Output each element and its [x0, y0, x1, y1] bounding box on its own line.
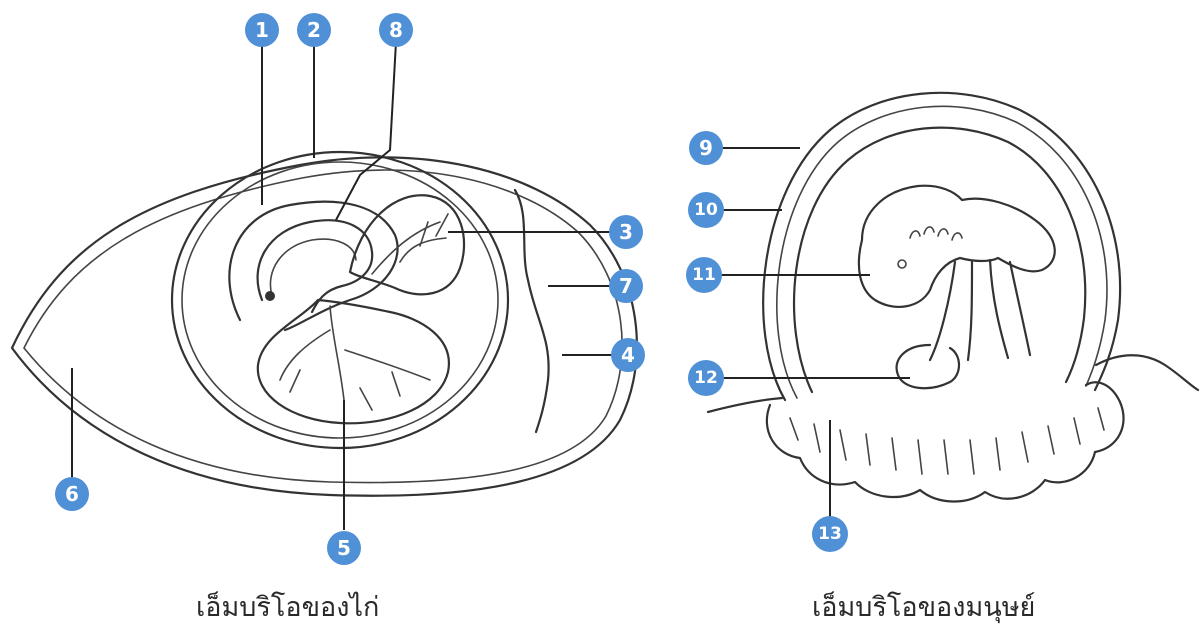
- badge-9: 9: [689, 131, 723, 165]
- human-embryo-caption: เอ็มบริโอของมนุษย์: [812, 585, 1035, 628]
- yolk-sac: [258, 300, 449, 423]
- badge-2: 2: [297, 13, 331, 47]
- uterine-wall-right: [1096, 355, 1198, 390]
- human-embryo-illustration: [708, 93, 1198, 502]
- badge-3: 3: [609, 215, 643, 249]
- badge-10: 10: [688, 192, 724, 228]
- egg-shell: [12, 157, 637, 495]
- umbilical-cord: [930, 260, 1030, 360]
- human-chorion-inner: [777, 106, 1107, 398]
- human-yolk-sac: [897, 345, 959, 388]
- air-space-boundary: [515, 190, 549, 432]
- svg-text:11: 11: [692, 265, 716, 285]
- svg-text:4: 4: [621, 343, 635, 367]
- svg-text:6: 6: [65, 482, 79, 506]
- svg-text:10: 10: [694, 200, 718, 220]
- badge-13: 13: [812, 516, 848, 552]
- svg-text:12: 12: [694, 368, 718, 388]
- placenta-villi: [790, 408, 1104, 474]
- embryo-eye: [265, 291, 275, 301]
- human-amnion: [794, 128, 1085, 392]
- svg-text:8: 8: [389, 18, 403, 42]
- svg-text:1: 1: [255, 18, 269, 42]
- badge-7: 7: [609, 269, 643, 303]
- human-embryo: [859, 186, 1055, 307]
- embryo-limb-buds: [910, 227, 962, 240]
- chicken-embryo-caption: เอ็มบริโอของไก่: [196, 585, 379, 628]
- svg-text:7: 7: [619, 274, 633, 298]
- svg-text:9: 9: [699, 136, 713, 160]
- allantois-vessels: [372, 214, 448, 274]
- svg-text:13: 13: [818, 524, 842, 544]
- badge-11: 11: [686, 257, 722, 293]
- badge-1: 1: [245, 13, 279, 47]
- badge-12: 12: [688, 360, 724, 396]
- svg-text:3: 3: [619, 220, 633, 244]
- badge-5: 5: [327, 531, 361, 565]
- badge-6: 6: [55, 477, 89, 511]
- human-embryo-eye: [898, 260, 906, 268]
- chicken-leader-lines: [72, 38, 612, 530]
- chicken-egg-illustration: [12, 152, 637, 496]
- chorion-outer: [172, 152, 508, 448]
- svg-text:2: 2: [307, 18, 321, 42]
- svg-text:5: 5: [337, 536, 351, 560]
- egg-shell-membrane: [24, 170, 622, 482]
- placenta: [767, 382, 1124, 501]
- badge-8: 8: [379, 13, 413, 47]
- embryo-fold: [270, 239, 356, 296]
- human-leader-lines: [718, 148, 910, 518]
- human-chorion-outer: [763, 93, 1120, 400]
- badge-4: 4: [611, 338, 645, 372]
